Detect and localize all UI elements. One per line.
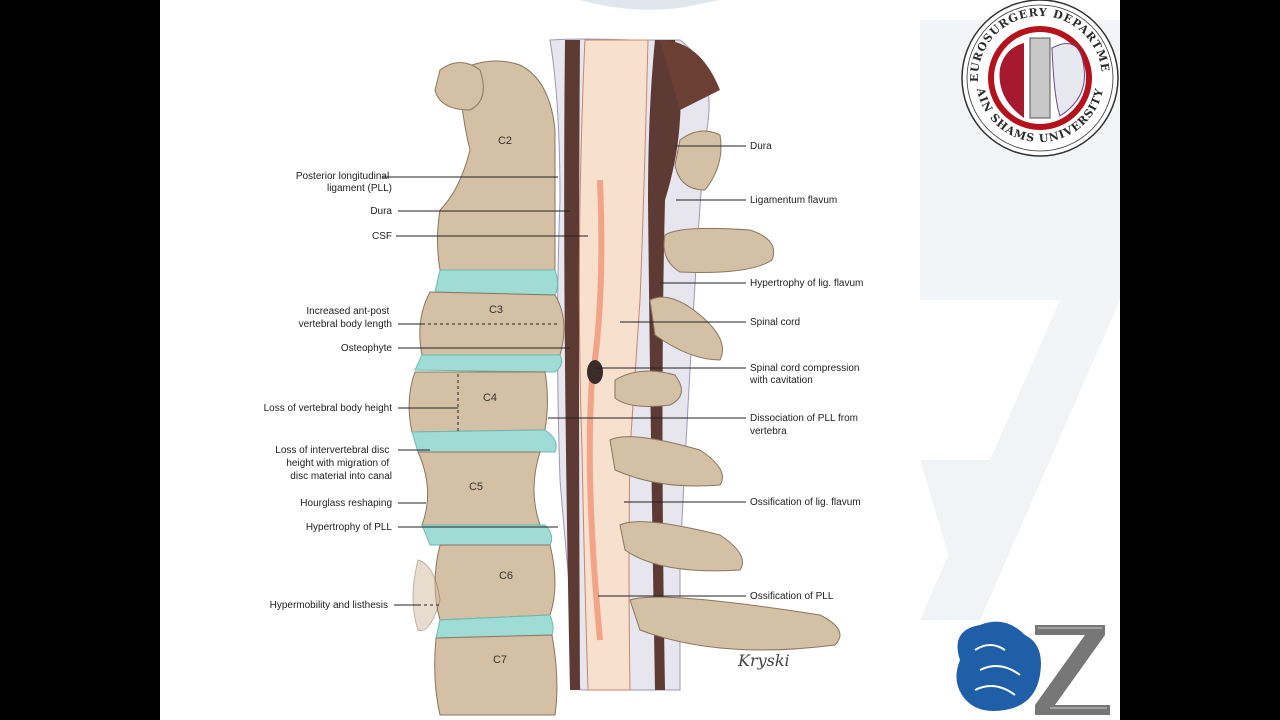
- label-dura-right: Dura: [750, 141, 772, 152]
- label-hourglass: Hourglass reshaping: [300, 498, 392, 509]
- label-loss-disc-height: Loss of intervertebral disc height with …: [275, 445, 392, 482]
- vertebra-c7: [434, 634, 558, 716]
- vertebral-bodies: [408, 60, 565, 716]
- disc-c3-c4: [414, 354, 563, 373]
- background-watermark: [920, 20, 1120, 620]
- label-dissociation-pll: Dissociation of PLL from vertebra: [750, 413, 861, 437]
- label-spinal-cord: Spinal cord: [750, 317, 800, 328]
- cavitation: [587, 360, 603, 384]
- vertebra-c4: [408, 371, 548, 433]
- label-hypertrophy-lig-flavum: Hypertrophy of lig. flavum: [750, 278, 863, 289]
- posterior-elements: [609, 130, 841, 651]
- label-ossification-lig-flavum: Ossification of lig. flavum: [750, 497, 861, 508]
- vertebra-label-c2: C2: [498, 135, 512, 147]
- label-ligamentum-flavum: Ligamentum flavum: [750, 195, 837, 206]
- dens: [434, 62, 484, 111]
- artist-signature: Kryski: [737, 651, 790, 670]
- label-dura-left: Dura: [370, 206, 392, 217]
- label-loss-body-height: Loss of vertebral body height: [264, 403, 393, 414]
- label-hypermobility: Hypermobility and listhesis: [270, 600, 388, 611]
- vertebra-label-c6: C6: [499, 570, 513, 582]
- label-csf: CSF: [372, 231, 392, 242]
- vertebra-label-c4: C4: [483, 392, 497, 404]
- spine-figure: C2 C3 C4 C5 C6 C7 Posterior longitudinal…: [264, 0, 1120, 716]
- vertebra-label-c3: C3: [489, 304, 503, 316]
- label-osteophyte: Osteophyte: [341, 343, 393, 354]
- vertebra-label-c5: C5: [469, 481, 483, 493]
- top-swoosh: [580, 0, 720, 10]
- disc-c2-c3: [434, 269, 558, 296]
- leader-lines: [382, 145, 746, 606]
- brain-logo: [956, 621, 1110, 715]
- label-hypertrophy-pll: Hypertrophy of PLL: [306, 522, 393, 533]
- label-pll: Posterior longitudinal ligament (PLL): [296, 171, 392, 194]
- department-seal: NEUROSURGERY DEPARTMENT AIN SHAMS UNIVER…: [961, 0, 1119, 157]
- disc-c4-c5: [411, 429, 557, 453]
- label-cord-compression: Spinal cord compression with cavitation: [749, 363, 862, 386]
- slide: C2 C3 C4 C5 C6 C7 Posterior longitudinal…: [160, 0, 1120, 720]
- label-increased-length: Increased ant-post vertebral body length: [299, 306, 392, 330]
- disc-c5-c6: [421, 524, 553, 546]
- listhesis-fragment: [412, 559, 441, 632]
- vertebra-label-c7: C7: [493, 654, 507, 666]
- label-ossification-pll: Ossification of PLL: [750, 591, 834, 602]
- vertebra-c6: [434, 544, 556, 621]
